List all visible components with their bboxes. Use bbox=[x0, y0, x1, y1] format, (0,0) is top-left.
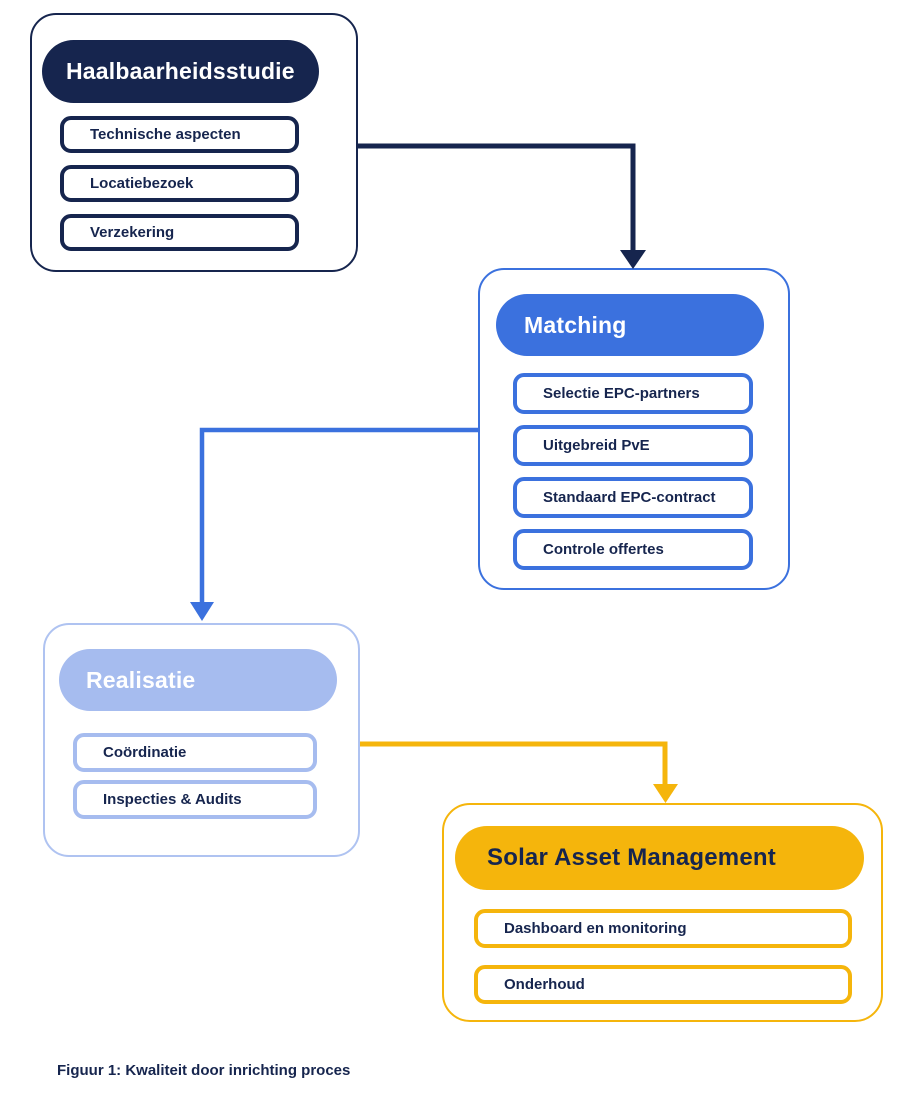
stage-item: Standaard EPC-contract bbox=[513, 477, 753, 518]
stage-item-label: Selectie EPC-partners bbox=[543, 385, 700, 402]
arrowhead-icon bbox=[653, 784, 678, 803]
stage-title: Matching bbox=[524, 311, 627, 338]
connector-realisatie-to-solar-asset-management bbox=[360, 741, 678, 803]
stage-item-list: Coördinatie Inspecties & Audits bbox=[73, 733, 358, 819]
stage-item-label: Dashboard en monitoring bbox=[504, 920, 687, 937]
stage-card-realisatie: Realisatie Coördinatie Inspecties & Audi… bbox=[43, 623, 360, 857]
figure-caption: Figuur 1: Kwaliteit door inrichting proc… bbox=[57, 1062, 351, 1079]
stage-header-matching: Matching bbox=[496, 294, 764, 356]
connector-matching-to-realisatie bbox=[190, 427, 478, 621]
stage-item-label: Technische aspecten bbox=[90, 126, 241, 143]
connector-haalbaarheidsstudie-to-matching bbox=[358, 143, 646, 269]
stage-card-matching: Matching Selectie EPC-partners Uitgebrei… bbox=[478, 268, 790, 590]
stage-item-label: Inspecties & Audits bbox=[103, 791, 242, 808]
stage-item: Coördinatie bbox=[73, 733, 317, 772]
stage-item: Controle offertes bbox=[513, 529, 753, 570]
stage-item-label: Onderhoud bbox=[504, 976, 585, 993]
arrowhead-icon bbox=[190, 602, 214, 621]
stage-title: Haalbaarheidsstudie bbox=[66, 58, 295, 84]
stage-item: Dashboard en monitoring bbox=[474, 909, 852, 948]
stage-item: Inspecties & Audits bbox=[73, 780, 317, 819]
stage-item: Selectie EPC-partners bbox=[513, 373, 753, 414]
stage-item-label: Verzekering bbox=[90, 224, 175, 241]
stage-item-label: Coördinatie bbox=[103, 744, 187, 761]
stage-item: Verzekering bbox=[60, 214, 299, 251]
stage-item-label: Standaard EPC-contract bbox=[543, 489, 716, 506]
stage-title: Realisatie bbox=[86, 666, 196, 693]
stage-item-label: Controle offertes bbox=[543, 541, 664, 558]
arrowhead-icon bbox=[620, 250, 646, 269]
stage-item: Locatiebezoek bbox=[60, 165, 299, 202]
stage-header-haalbaarheidsstudie: Haalbaarheidsstudie bbox=[42, 40, 319, 103]
stage-item: Uitgebreid PvE bbox=[513, 425, 753, 466]
stage-item-list: Selectie EPC-partners Uitgebreid PvE Sta… bbox=[513, 373, 788, 570]
stage-item: Technische aspecten bbox=[60, 116, 299, 153]
stage-header-realisatie: Realisatie bbox=[59, 649, 337, 711]
stage-card-solar-asset-management: Solar Asset Management Dashboard en moni… bbox=[442, 803, 883, 1022]
stage-item-list: Dashboard en monitoring Onderhoud bbox=[474, 909, 881, 1004]
stage-item: Onderhoud bbox=[474, 965, 852, 1004]
stage-card-haalbaarheidsstudie: Haalbaarheidsstudie Technische aspecten … bbox=[30, 13, 358, 272]
stage-item-label: Locatiebezoek bbox=[90, 175, 194, 192]
stage-item-label: Uitgebreid PvE bbox=[543, 437, 650, 454]
stage-item-list: Technische aspecten Locatiebezoek Verzek… bbox=[60, 116, 356, 251]
stage-header-solar-asset-management: Solar Asset Management bbox=[455, 826, 864, 890]
stage-title: Solar Asset Management bbox=[487, 844, 776, 871]
